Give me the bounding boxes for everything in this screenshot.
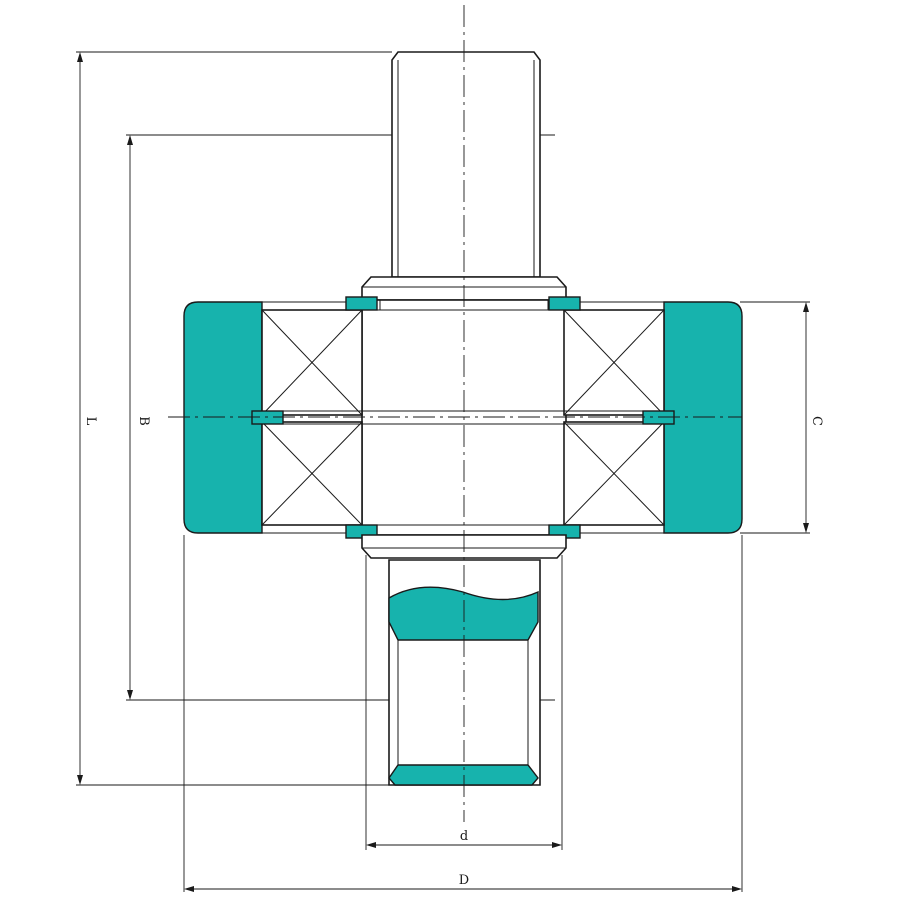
stud-shaft — [391, 51, 541, 278]
dimension-L — [77, 52, 83, 785]
outer-ring — [183, 301, 743, 534]
dimension-D — [184, 886, 742, 892]
roller-left — [261, 301, 363, 534]
dimension-C — [803, 302, 809, 533]
roller-right — [563, 301, 665, 534]
label-B: B — [136, 416, 151, 426]
label-C: C — [809, 416, 824, 426]
seal-washers — [251, 296, 675, 539]
threaded-section — [388, 559, 541, 786]
lube-channel — [262, 410, 664, 425]
label-D: D — [459, 873, 469, 888]
extension-lines — [76, 51, 810, 892]
dimension-d — [366, 842, 562, 848]
dimension-B — [127, 135, 133, 700]
center-lines — [168, 5, 742, 822]
label-d: d — [460, 829, 468, 844]
label-L: L — [83, 417, 98, 426]
